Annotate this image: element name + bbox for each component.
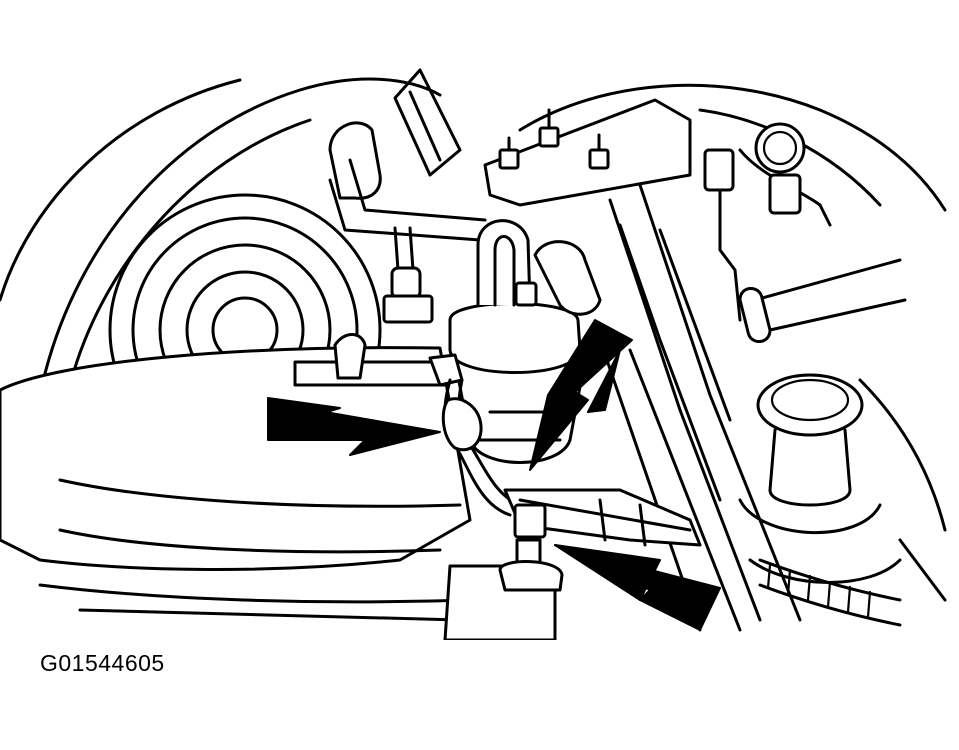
wiring-harness [441,378,702,567]
vacuum-hose-upper [328,68,487,324]
hose-clamp-bracket [293,333,464,387]
stud [538,108,560,148]
arrow-bottom [554,544,721,631]
arrow-left [267,397,441,456]
hose-right [738,258,907,343]
electrical-connector [703,148,802,322]
filter-canister [448,219,602,464]
engine-compartment-illustration [0,68,947,640]
stud [498,136,520,170]
corrugated-hose [758,558,902,627]
air-cleaner-housing [0,346,472,622]
arrow-top [529,319,633,471]
reservoir-cap-lower [738,373,902,584]
figure-id-label: G01544605 [40,650,165,676]
stud [588,133,610,170]
modulator-unit [443,560,564,640]
mounting-bracket [483,98,692,207]
